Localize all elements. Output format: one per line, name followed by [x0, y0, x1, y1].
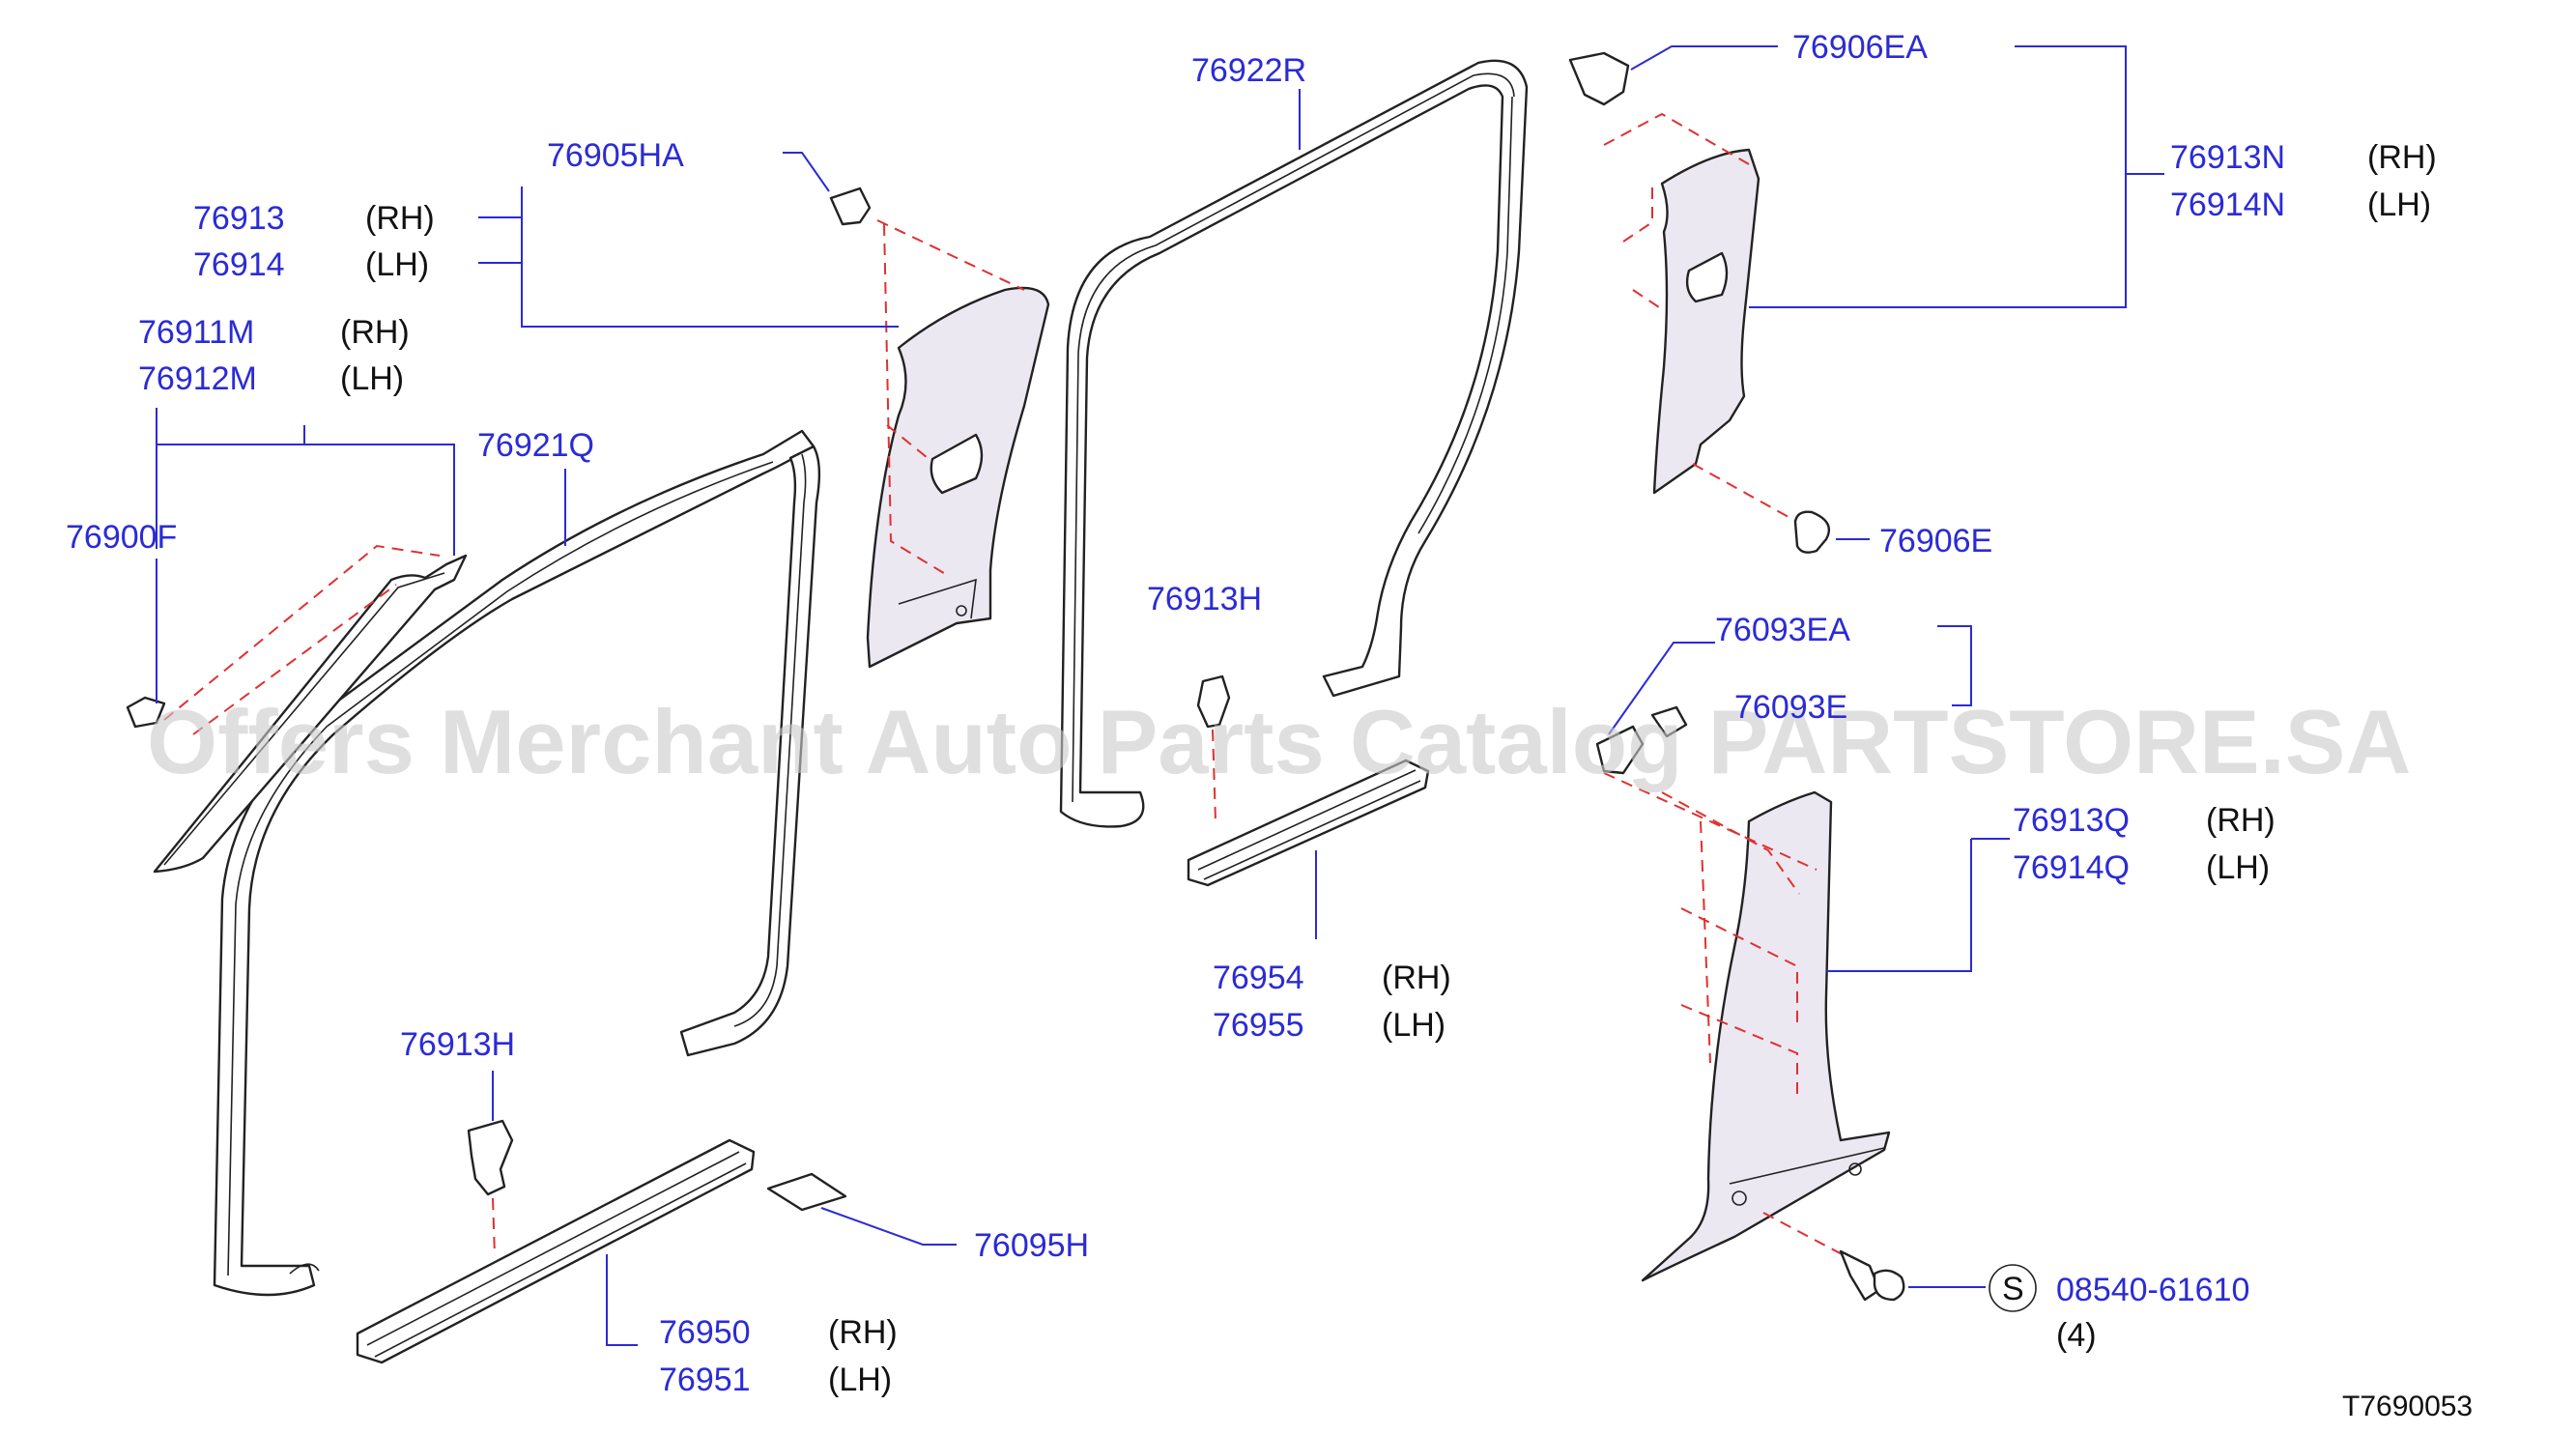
label-76911M[interactable]: 76911M: [138, 314, 254, 351]
label-76095H[interactable]: 76095H: [974, 1227, 1089, 1264]
label-76954-side: (RH): [1382, 960, 1451, 996]
label-76914[interactable]: 76914: [193, 246, 285, 283]
front-pillar-trim-drawing: [829, 186, 1050, 669]
label-76955[interactable]: 76955: [1213, 1007, 1304, 1044]
label-76913Q[interactable]: 76913Q: [2013, 802, 2130, 839]
label-76913H-lower[interactable]: 76913H: [400, 1026, 515, 1063]
label-76951[interactable]: 76951: [659, 1362, 751, 1398]
label-76955-side: (LH): [1382, 1007, 1445, 1044]
label-76093E[interactable]: 76093E: [1734, 689, 1847, 726]
label-screw-part[interactable]: 08540-61610: [2056, 1272, 2249, 1308]
weatherstrip-rear-drawing: [1059, 59, 1529, 828]
watermark-text: Offers Merchant Auto Parts Catalog PARTS…: [147, 691, 2411, 792]
label-76914N[interactable]: 76914N: [2170, 186, 2285, 223]
label-76922R[interactable]: 76922R: [1191, 52, 1306, 89]
leader-lines: [156, 45, 2164, 1346]
label-screw-qty: (4): [2056, 1317, 2097, 1354]
label-76954[interactable]: 76954: [1213, 960, 1304, 996]
center-pillar-lower-drawing: [1595, 705, 1905, 1302]
label-76921Q[interactable]: 76921Q: [477, 427, 594, 464]
front-kicking-plate-drawing: [356, 1119, 847, 1364]
center-pillar-upper-drawing: [1568, 51, 1831, 554]
label-76913H-upper[interactable]: 76913H: [1147, 581, 1262, 617]
label-76914Q-side: (LH): [2206, 849, 2270, 886]
label-76914N-side: (LH): [2367, 186, 2431, 223]
label-76093EA[interactable]: 76093EA: [1715, 612, 1850, 648]
label-76912M-side: (LH): [340, 360, 404, 397]
label-76951-side: (LH): [828, 1362, 892, 1398]
rear-kicking-plate-drawing: [1187, 674, 1430, 887]
label-76913Q-side: (RH): [2206, 802, 2275, 839]
front-pillar-garnish-drawing: [126, 544, 468, 874]
label-76913-side: (RH): [365, 200, 435, 237]
label-76905HA[interactable]: 76905HA: [547, 137, 684, 174]
label-76914-side: (LH): [365, 246, 429, 283]
label-76911M-side: (RH): [340, 314, 410, 351]
diagram-reference: T7690053: [2342, 1391, 2473, 1422]
label-76950[interactable]: 76950: [659, 1314, 751, 1351]
label-76906E[interactable]: 76906E: [1879, 523, 1992, 559]
label-76914Q[interactable]: 76914Q: [2013, 849, 2130, 886]
label-76912M[interactable]: 76912M: [138, 360, 257, 397]
label-76913N[interactable]: 76913N: [2170, 139, 2285, 176]
label-76900F[interactable]: 76900F: [66, 519, 177, 556]
label-76913[interactable]: 76913: [193, 200, 285, 237]
label-76950-side: (RH): [828, 1314, 898, 1351]
label-76913N-side: (RH): [2367, 139, 2437, 176]
screw-symbol: S: [2002, 1271, 2024, 1307]
label-76906EA[interactable]: 76906EA: [1792, 29, 1928, 66]
